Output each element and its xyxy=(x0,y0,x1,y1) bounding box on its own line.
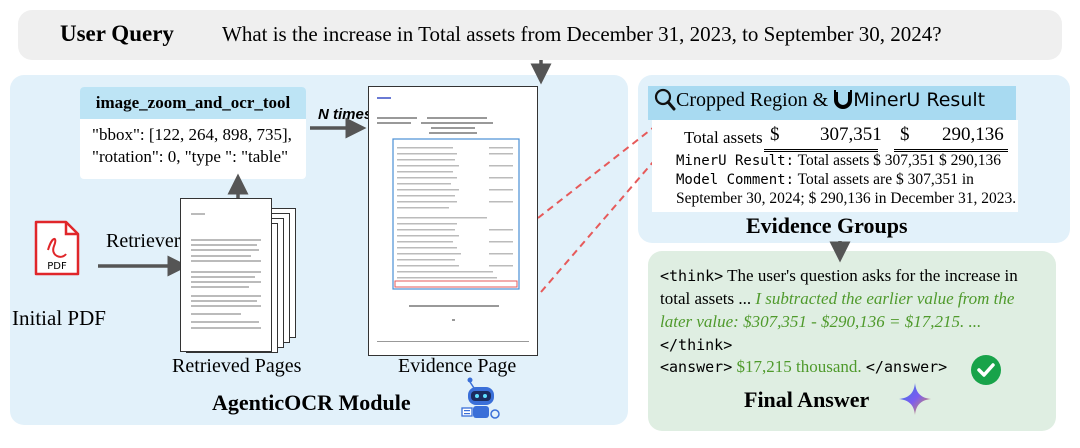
model-comment-label: Model Comment: xyxy=(676,172,794,188)
pdf-file-icon: PDF xyxy=(34,220,80,276)
evidence-page-label: Evidence Page xyxy=(398,355,516,378)
think-close-tag: </think> xyxy=(660,336,732,354)
model-comment-line-2: September 30, 2024; $ 290,136 in Decembe… xyxy=(676,190,1016,208)
mineru-result-line: MinerU Result: Total assets $ 307,351 $ … xyxy=(676,152,1001,170)
evidence-header-text: Cropped Region & MinerU Result xyxy=(676,89,985,112)
mineru-result-label: MinerU Result: xyxy=(676,153,794,169)
mineru-logo-icon xyxy=(833,89,853,109)
initial-pdf-label: Initial PDF xyxy=(12,306,106,331)
evidence-page xyxy=(368,86,538,356)
retrieved-page-front xyxy=(180,198,272,352)
pdf-icon-text: PDF xyxy=(47,261,67,272)
evidence-header-a: Cropped Region & xyxy=(676,89,833,111)
think-close-line: </think> xyxy=(660,335,732,355)
evidence-header-b: MinerU Result xyxy=(853,89,985,111)
crop-value-1: 307,351 xyxy=(820,124,882,146)
model-comment-line: Model Comment: Total assets are $ 307,35… xyxy=(676,171,974,189)
think-line-1: <think> The user's question asks for the… xyxy=(660,266,1018,286)
answer-close-tag: </answer> xyxy=(866,358,947,376)
crop-currency-2: $ xyxy=(900,124,910,146)
model-comment-text: Total assets are $ 307,351 in xyxy=(794,171,974,188)
answer-line: <answer> $17,215 thousand. </answer> xyxy=(660,357,947,377)
think-italic-2: later value: $307,351 - $290,136 = $17,2… xyxy=(660,312,981,332)
mineru-result-text: Total assets $ 307,351 $ 290,136 xyxy=(794,152,1001,169)
evidence-groups-title: Evidence Groups xyxy=(746,213,908,239)
crop-value-2: 290,136 xyxy=(942,124,1004,146)
answer-open-tag: <answer> xyxy=(660,358,732,376)
think-open-tag: <think> xyxy=(660,267,723,285)
retrieved-page-content xyxy=(181,199,271,351)
answer-value: $17,215 thousand. xyxy=(732,357,866,376)
think-italic-1: I subtracted the earlier value from the xyxy=(755,289,1014,308)
retriever-label: Retriever xyxy=(106,230,180,253)
gemini-sparkle-icon xyxy=(898,382,932,416)
magnifier-icon xyxy=(654,88,676,112)
retrieved-pages-label: Retrieved Pages xyxy=(172,355,301,378)
think-line-2: total assets ... I subtracted the earlie… xyxy=(660,289,1014,309)
crop-total-assets-label: Total assets xyxy=(684,128,763,148)
robot-icon xyxy=(458,376,504,420)
final-answer-title: Final Answer xyxy=(744,387,869,413)
think-text-2: total assets ... xyxy=(660,289,755,308)
crop-currency-1: $ xyxy=(770,124,780,146)
check-circle-icon xyxy=(970,354,1002,386)
agentic-ocr-module-title: AgenticOCR Module xyxy=(212,390,411,416)
evidence-page-content xyxy=(369,87,537,355)
think-text-1: The user's question asks for the increas… xyxy=(723,266,1018,285)
